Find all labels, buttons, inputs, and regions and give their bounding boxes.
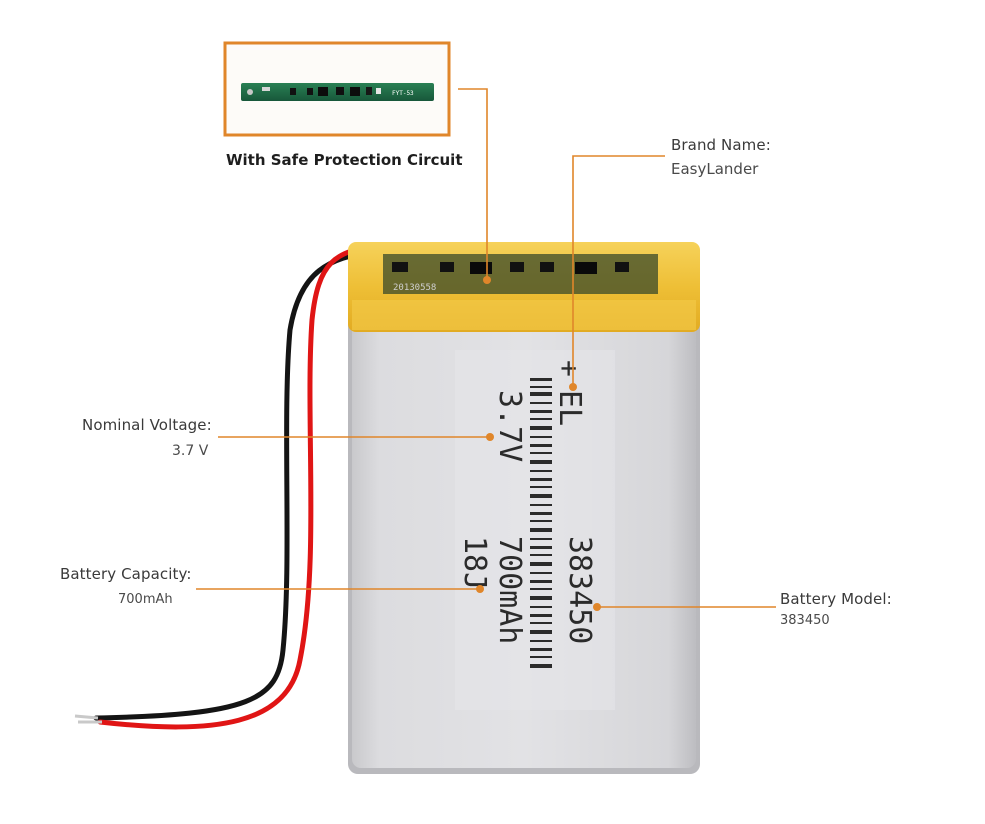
brand-leader-line (572, 155, 665, 387)
cell-print-capacity: 700mAh (492, 536, 527, 644)
callout-lines (196, 88, 776, 608)
cell-print-plus: + (553, 360, 586, 377)
cell-print: + EL 3.7V 383450 700mAh 18J (457, 360, 597, 644)
brand-value: EasyLander (671, 160, 759, 178)
callout-dots (476, 276, 601, 611)
pcb-dot (483, 276, 491, 284)
capacity-dot (476, 585, 484, 593)
board-code: 20130558 (393, 283, 436, 293)
cell-print-lot: 18J (457, 536, 492, 590)
protection-board (383, 254, 658, 294)
voltage-value: 3.7 V (172, 443, 209, 459)
capacity-label: Battery Capacity: (60, 565, 192, 583)
lead-wires (74, 243, 383, 730)
pcb-leader-line (458, 88, 488, 280)
voltage-dot (486, 433, 494, 441)
pcb-inset: FYT-53 (223, 41, 451, 137)
model-value: 383450 (780, 613, 830, 628)
voltage-label: Nominal Voltage: (82, 416, 212, 434)
cell-print-voltage: 3.7V (492, 390, 527, 462)
cell-print-model: 383450 (562, 536, 597, 644)
cell-barcode (530, 378, 552, 668)
capacity-value: 700mAh (118, 592, 173, 607)
battery-cell: 20130558 (348, 242, 700, 774)
model-dot (593, 603, 601, 611)
model-label: Battery Model: (780, 590, 892, 608)
brand-dot (569, 383, 577, 391)
pcb-caption: With Safe Protection Circuit (226, 151, 463, 169)
brand-label: Brand Name: (671, 136, 771, 154)
cell-print-logo: EL (552, 390, 587, 426)
pcb-board-marking: FYT-53 (392, 90, 414, 97)
